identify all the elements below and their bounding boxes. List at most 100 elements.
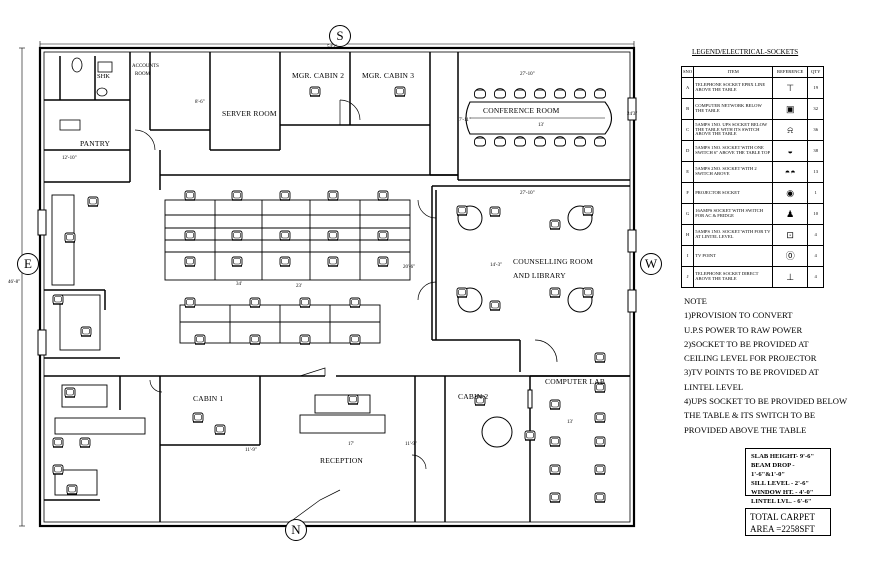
legend-item: 5AMPS 1NO. UPS SOCKET BELOW THE TABLE WI… (693, 119, 774, 141)
legend-sno: H (680, 224, 695, 246)
note-line: 2)SOCKET TO BE PROVIDED AT (684, 338, 809, 349)
legend-row: A TELEPHONE SOCKET EPBX LINE ABOVE THE T… (680, 77, 825, 99)
room-label-shk: SHK (97, 73, 111, 80)
dimension-couns-b: 14'-3" (490, 263, 503, 268)
dimension-conf-c: 7'-11" (459, 118, 471, 123)
floor-plan-drawing (19, 41, 637, 528)
compass-west-icon: W (640, 253, 662, 275)
legend-qty: 19 (807, 77, 825, 99)
legend-ref: ⓪ (772, 245, 809, 267)
legend-ref: ◒ (772, 140, 809, 162)
double-socket-icon: ◓◓ (784, 166, 796, 177)
legend-item: 16AMPS SOCKET WITH SWITCH FOR AC & FRIDG… (693, 203, 774, 225)
legend-ref: ⊤ (772, 77, 809, 99)
legend-table: SNO ITEM REFERENCE QTY A TELEPHONE SOCKE… (680, 66, 825, 288)
total-carpet-box: TOTAL CARPET AREA =2258SFT (745, 508, 831, 536)
legend-qty: 4 (807, 224, 825, 246)
legend-qty: 10 (807, 203, 825, 225)
spec-line: WINDOW HT. - 4'-0" (751, 489, 814, 496)
dimension-mid-c: 23' (296, 284, 302, 289)
note-line: 1)PROVISION TO CONVERT (684, 310, 793, 321)
dimension-couns-a: 27'-10" (520, 191, 535, 196)
legend-sno: C (680, 119, 695, 141)
room-label-computer-lab: COMPUTER LAB (545, 377, 606, 386)
legend-sno: I (680, 245, 695, 267)
legend-header-reference: REFERENCE (772, 66, 809, 78)
room-label-mgr-cabin-2: MGR. CABIN 2 (292, 71, 345, 80)
door-swings (134, 99, 558, 523)
legend-row: J TELEPHONE SOCKET DIRECT ABOVE THE TABL… (680, 266, 825, 288)
room-label-accounts: ACCOUNTS (132, 64, 159, 69)
legend-item: PROJECTOR SOCKET (693, 182, 774, 204)
legend-ref: ⊡ (772, 224, 809, 246)
round-tables (457, 205, 593, 448)
legend-row: C 5AMPS 1NO. UPS SOCKET BELOW THE TABLE … (680, 119, 825, 141)
legend-row: E 5AMPS 2NO. SOCKET WITH 2 SWITCH ABOVE … (680, 161, 825, 183)
total-carpet-area: AREA =2258SFT (750, 524, 815, 534)
dimension-lab: 13' (567, 420, 573, 425)
legend-sno: F (680, 182, 695, 204)
legend-qty: 36 (807, 119, 825, 141)
spec-line: BEAM DROP - 1'-6"&1'-0" (751, 462, 795, 478)
outer-walls (38, 46, 636, 528)
room-label-cabin-1: CABIN 1 (193, 394, 224, 403)
legend-row: G 16AMPS SOCKET WITH SWITCH FOR AC & FRI… (680, 203, 825, 225)
dimension-mid-a: 20'-6" (403, 265, 416, 270)
legend-header-row: SNO ITEM REFERENCE QTY (680, 66, 825, 78)
tv-socket-icon: ⊡ (786, 229, 794, 240)
legend-title: LEGEND/ELECTRICAL-SOCKETS (692, 48, 799, 56)
total-carpet-label: TOTAL CARPET (750, 512, 816, 522)
spec-line: SILL LEVEL - 2'-6" (751, 480, 810, 487)
note-line: U.P.S POWER TO RAW POWER (684, 324, 803, 335)
single-socket-icon: ◒ (787, 145, 793, 156)
legend-row: H 5AMPS 1NO. SOCKET WITH FOR TV AT LINTE… (680, 224, 825, 246)
legend-sno: E (680, 161, 695, 183)
note-line: PROVIDED ABOVE THE TABLE (684, 424, 807, 435)
legend-ref: ◉ (772, 182, 809, 204)
power-socket-icon: ♟ (786, 208, 795, 219)
legend-ref: ⊥ (772, 266, 809, 288)
room-label-accounts-room: ROOM (135, 72, 151, 77)
workstation-desks (51, 194, 411, 496)
dimension-rec-a: 17' (348, 442, 354, 447)
legend-header-sno: SNO (680, 66, 695, 78)
legend-ref: ◓◓ (772, 161, 809, 183)
note-line: 3)TV POINTS TO BE PROVIDED AT (684, 367, 819, 378)
legend-item: 5AMPS 2NO. SOCKET WITH 2 SWITCH ABOVE (693, 161, 774, 183)
legend-qty: 1 (807, 182, 825, 204)
legend-item: TV POINT (693, 245, 774, 267)
toilet-fixtures (59, 57, 113, 131)
windows (37, 97, 637, 409)
telephone-direct-icon: ⊥ (786, 271, 795, 282)
dimension-conf-a: 27'-10" (520, 72, 535, 77)
legend-qty: 4 (807, 266, 825, 288)
legend-row: D 5AMPS 1NO. SOCKET WITH ONE SWITCH 6" A… (680, 140, 825, 162)
legend-sno: B (680, 98, 695, 120)
interior-walls (44, 52, 630, 522)
compass-north-icon: N (285, 519, 307, 541)
conference-chairs (474, 88, 606, 147)
tv-point-icon: ⓪ (785, 250, 795, 261)
conference-table (465, 101, 613, 135)
dimension-cab-a: 11'-9" (245, 448, 257, 453)
room-label-counselling-room: COUNSELLING ROOM (513, 257, 594, 266)
room-label-library: AND LIBRARY (513, 271, 566, 280)
legend-qty: 38 (807, 140, 825, 162)
room-label-pantry: PANTRY (80, 139, 111, 148)
legend-qty: 13 (807, 161, 825, 183)
height-specs-box: SLAB HEIGHT- 9'-6" BEAM DROP - 1'-6"&1'-… (745, 448, 831, 505)
ups-socket-icon: ⍾ (787, 124, 794, 135)
room-label-server-room: SERVER ROOM (222, 109, 277, 118)
dimension-mid-b: 34' (236, 282, 242, 287)
spec-line: LINTEL LVL. - 6'-6" (751, 498, 812, 505)
note-line: THE TABLE & ITS SWITCH TO BE (684, 410, 816, 421)
projector-socket-icon: ◉ (786, 187, 795, 198)
note-line: LINTEL LEVEL (684, 381, 744, 392)
legend-sno: A (680, 77, 695, 99)
dimension-pantry: 12'-10" (62, 156, 77, 161)
dimension-right-a: 24'3" (627, 112, 638, 117)
dimension-left: 46'-8" (8, 280, 21, 285)
room-label-cabin-2: CABIN 2 (458, 392, 489, 401)
legend-sno: J (680, 266, 695, 288)
telephone-socket-icon: ⊤ (786, 82, 795, 93)
